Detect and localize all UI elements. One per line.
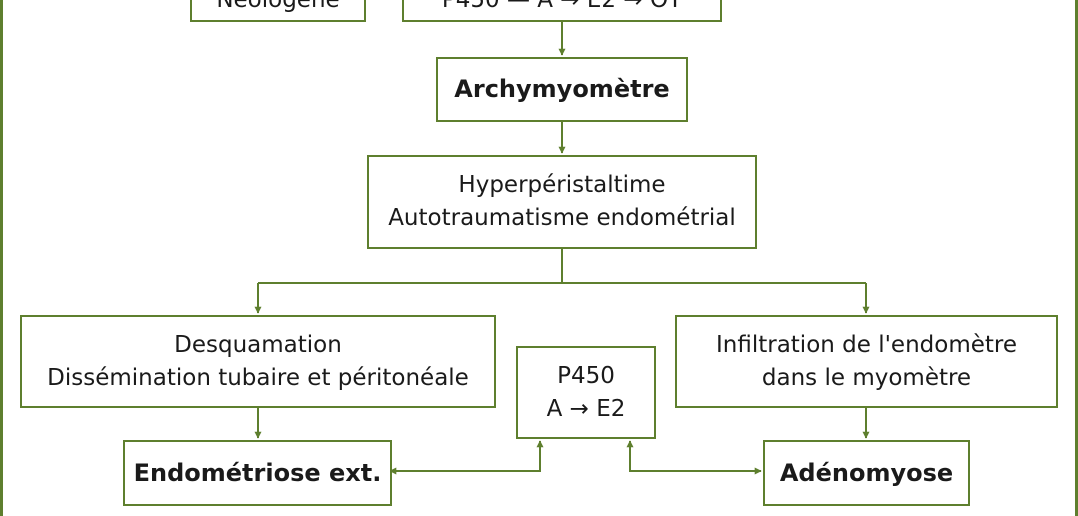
node-text-line: Dissémination tubaire et péritonéale (47, 364, 469, 391)
node-text-line: P450 (557, 362, 615, 389)
frame-left-border (0, 0, 3, 516)
node-top-right: P450 — A → E2 → OT (402, 0, 722, 22)
node-p450: P450 A → E2 (516, 346, 656, 439)
node-endometriose: Endométriose ext. (123, 440, 392, 506)
node-text-line: Infiltration de l'endomètre (715, 331, 1018, 358)
node-archymyometre: Archymyomètre (436, 57, 688, 122)
node-text-line: P450 — A → E2 → OT (442, 0, 682, 17)
node-text-line: Desquamation (174, 331, 342, 358)
arrow-p450-endometriose (389, 440, 544, 475)
node-text-line: Autotraumatisme endométrial (388, 205, 736, 231)
node-text-line: Archymyomètre (454, 75, 670, 103)
node-text-line: Adénomyose (779, 458, 954, 487)
node-text-line: A → E2 (546, 395, 626, 422)
node-adenomyose: Adénomyose (763, 440, 970, 506)
node-top-left: Néologène (190, 0, 366, 22)
node-text-line: Endométriose ext. (133, 458, 382, 487)
arrow-p450-adenomyose (626, 440, 762, 475)
node-text-line: Néologène (216, 0, 339, 17)
frame-right-border (1075, 0, 1078, 516)
node-text-line: Hyperpéristaltime (458, 172, 666, 198)
node-text-line: dans le myomètre (761, 364, 972, 391)
node-infiltration: Infiltration de l'endomètre dans le myomè… (675, 315, 1058, 408)
